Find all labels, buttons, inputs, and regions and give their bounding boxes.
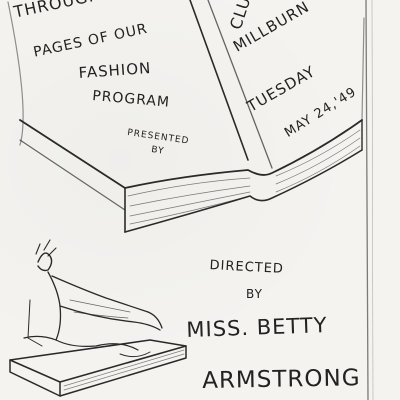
director-name-line-2: ARMSTRONG [202,365,361,394]
presented-by-label: BY [150,145,166,157]
pedestal-book [9,339,187,397]
directed-by-label: BY [246,287,263,301]
director-name-line-1: MISS. BETTY [186,313,328,342]
reclining-figure [23,239,163,351]
